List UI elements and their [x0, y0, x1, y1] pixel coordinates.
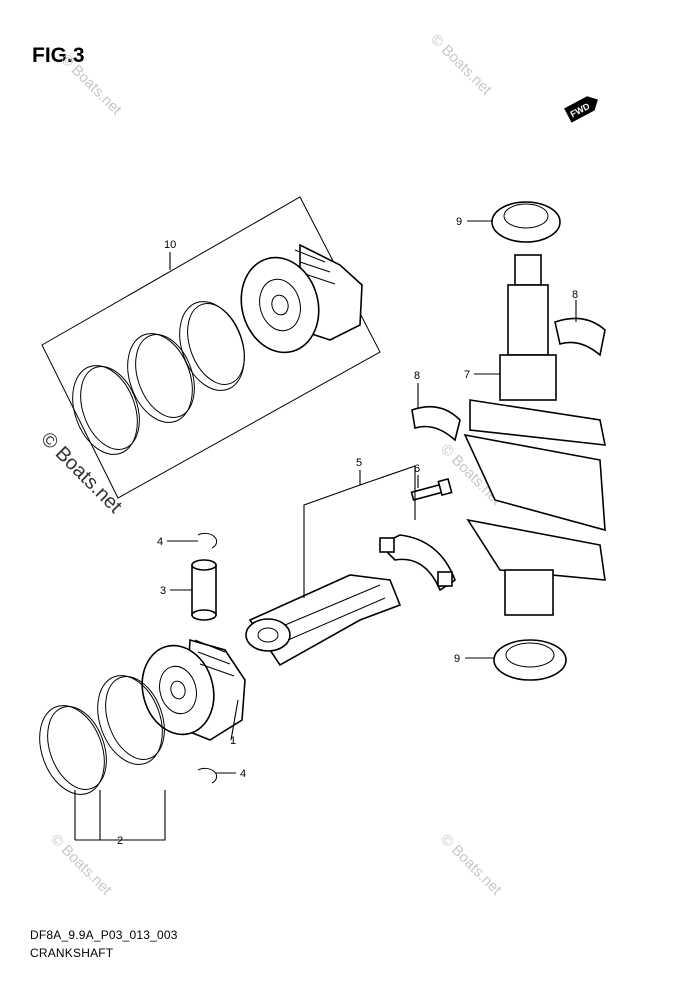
callout-10: 10: [164, 239, 176, 251]
circlip-lower: [197, 767, 218, 784]
kit-piston: [240, 243, 363, 354]
callout-8-left: 8: [414, 370, 420, 382]
crankshaft: [463, 254, 606, 616]
crank-bearing-left: [411, 405, 461, 442]
oil-seal-lower: [493, 639, 567, 681]
figure-label: FIG.3: [32, 44, 85, 67]
piston: [141, 638, 246, 741]
rod-bolt: [410, 477, 453, 501]
watermark-bottom-left: © Boats.net: [47, 831, 115, 899]
oil-seal-upper: [491, 201, 561, 243]
callout-6: 6: [414, 463, 420, 475]
callout-1: 1: [230, 735, 236, 747]
piston-kit-frame: [41, 196, 381, 499]
watermarks: © Boats.net © Boats.net © Boats.net © Bo…: [36, 31, 505, 899]
callout-3: 3: [160, 585, 166, 597]
callout-8-right: 8: [572, 289, 578, 301]
circlip-upper: [197, 532, 218, 549]
leader-lines: [74, 220, 577, 841]
callout-9-upper: 9: [456, 216, 462, 228]
callout-4-upper: 4: [157, 536, 163, 548]
callout-9-lower: 9: [454, 653, 460, 665]
diagram-caption: CRANKSHAFT: [30, 946, 114, 960]
callout-4-lower: 4: [240, 768, 246, 780]
callout-2: 2: [117, 835, 123, 847]
watermark-main: © Boats.net: [36, 428, 126, 518]
watermark-top-right: © Boats.net: [427, 31, 495, 99]
callouts: 10 1 2 3 4 4 5 6 7 8 8 9 9: [117, 216, 578, 847]
callout-5: 5: [356, 457, 362, 469]
callout-7: 7: [464, 369, 470, 381]
watermark-bottom-right: © Boats.net: [437, 831, 505, 899]
piston-pin: [191, 559, 217, 621]
watermark-top-left: © Boats.net: [57, 51, 125, 119]
rod-cap: [378, 534, 456, 592]
crank-bearing-right: [554, 317, 606, 357]
kit-piston-rings: [72, 301, 245, 455]
piston-rings: [39, 675, 165, 795]
fwd-arrow-badge: FWD: [564, 96, 598, 123]
connecting-rod: [245, 574, 402, 667]
drawing-code: DF8A_9.9A_P03_013_003: [30, 928, 178, 942]
